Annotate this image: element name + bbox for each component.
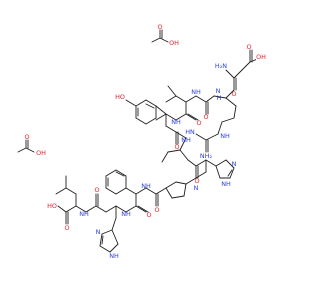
carbonyl-oxygen-label: O <box>154 206 159 214</box>
hydroxyl-label: OH <box>169 39 179 47</box>
proline-nitrogen-label: N <box>194 184 199 192</box>
acid-hydroxyl-label: OH <box>256 53 266 61</box>
amide-nitrogen-label: NH <box>181 136 191 144</box>
guanidine-imine-label: HN <box>185 128 195 136</box>
imidazole-nh-label: NH <box>221 180 231 188</box>
amide-nitrogen-label: NH <box>79 210 89 218</box>
carbonyl-oxygen-label: O <box>231 90 236 98</box>
carbonyl-oxygen-label: O <box>194 177 199 185</box>
acetic-acid-left: O OH <box>17 133 46 157</box>
hydroxyl-label: OH <box>36 149 46 157</box>
amide-nitrogen-label: H <box>217 94 222 102</box>
acid-oxygen-label: O <box>64 224 69 232</box>
carbonyl-oxygen-label: O <box>94 186 99 194</box>
chemical-structure-diagram: O OH O OH <box>17 23 266 260</box>
guanidine-nitrogen-label: NH <box>220 132 230 140</box>
amide-nitrogen-label: NH <box>141 182 151 190</box>
oxygen-label: O <box>24 133 29 141</box>
carbonyl-oxygen-label: O <box>196 119 201 127</box>
guanidine-amine-label: NH₂ <box>200 152 213 160</box>
carbonyl-oxygen-label: O <box>146 211 151 219</box>
imidazole-nh-label: NH <box>109 252 119 260</box>
amide-nitrogen-label: NH <box>191 88 201 96</box>
acid-oxygen-label: O <box>246 43 251 51</box>
atom-labels: OH O H₂N O H N NH NH₂ HN O NH O NH HO O … <box>47 43 266 260</box>
carbonyl-oxygen-label: O <box>203 113 208 121</box>
carbonyl-oxygen-label: O <box>174 143 179 151</box>
acid-hydroxyl-label: HO <box>47 202 57 210</box>
imidazole-nitrogen-label: N <box>232 160 237 168</box>
amide-nitrogen-label: NH <box>121 210 131 218</box>
amide-nitrogen-label: NH <box>171 118 181 126</box>
amine-label: H₂N <box>215 62 227 70</box>
phenol-hydroxyl-label: HO <box>115 93 125 101</box>
imidazole-nitrogen-label: N <box>96 228 101 236</box>
acetic-acid-top: O OH <box>151 23 179 47</box>
oxygen-label: O <box>157 23 162 31</box>
amide-nitrogen-label: N <box>216 87 221 95</box>
peptide-structure <box>55 49 261 253</box>
